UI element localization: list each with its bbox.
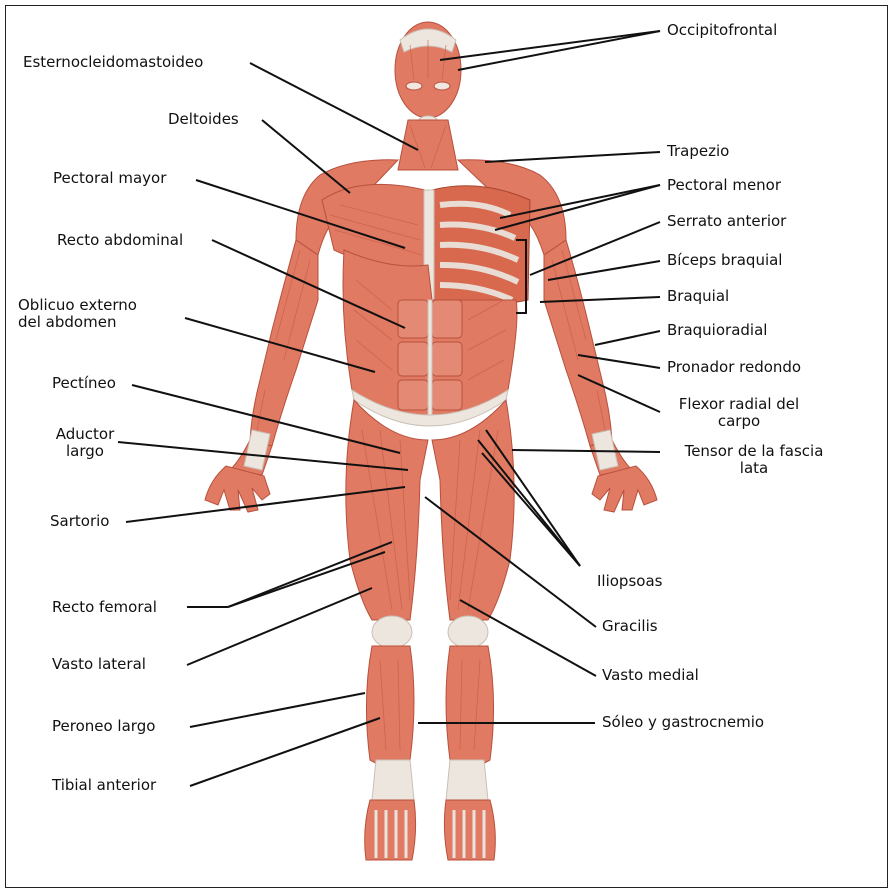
right-arm: [544, 240, 657, 512]
label-braquial: Braquial: [667, 288, 729, 305]
label-vasto-lateral: Vasto lateral: [52, 656, 146, 673]
label-pectoral-menor: Pectoral menor: [667, 177, 781, 194]
left-leg: [346, 400, 428, 860]
label-iliopsoas: Iliopsoas: [597, 573, 662, 590]
label-pectineo: Pectíneo: [52, 375, 116, 392]
label-serrato-anterior: Serrato anterior: [667, 213, 786, 230]
label-soleo-gastrocnemio: Sóleo y gastrocnemio: [602, 714, 764, 731]
label-tibial-anterior: Tibial anterior: [52, 777, 156, 794]
label-tensor-fascia: Tensor de la fascia lata: [664, 443, 844, 477]
label-occipitofrontal: Occipitofrontal: [667, 22, 777, 39]
label-pronador-redondo: Pronador redondo: [667, 359, 801, 376]
label-recto-abdominal: Recto abdominal: [57, 232, 183, 249]
label-oblicuo-externo: Oblicuo externo del abdomen: [18, 297, 137, 331]
label-aductor-largo: Aductor largo: [52, 426, 118, 460]
head: [395, 22, 461, 128]
label-peroneo-largo: Peroneo largo: [52, 718, 155, 735]
label-trapezio: Trapezio: [667, 143, 729, 160]
label-esternocleidomastoideo: Esternocleidomastoideo: [23, 54, 203, 71]
label-flexor-radial: Flexor radial del carpo: [664, 396, 814, 430]
label-sartorio: Sartorio: [50, 513, 109, 530]
label-gracilis: Gracilis: [602, 618, 658, 635]
label-recto-femoral: Recto femoral: [52, 599, 157, 616]
label-deltoides: Deltoides: [168, 111, 239, 128]
label-vasto-medial: Vasto medial: [602, 667, 699, 684]
label-braquioradial: Braquioradial: [667, 322, 767, 339]
label-pectoral-mayor: Pectoral mayor: [53, 170, 166, 187]
label-biceps-braquial: Bíceps braquial: [667, 252, 782, 269]
